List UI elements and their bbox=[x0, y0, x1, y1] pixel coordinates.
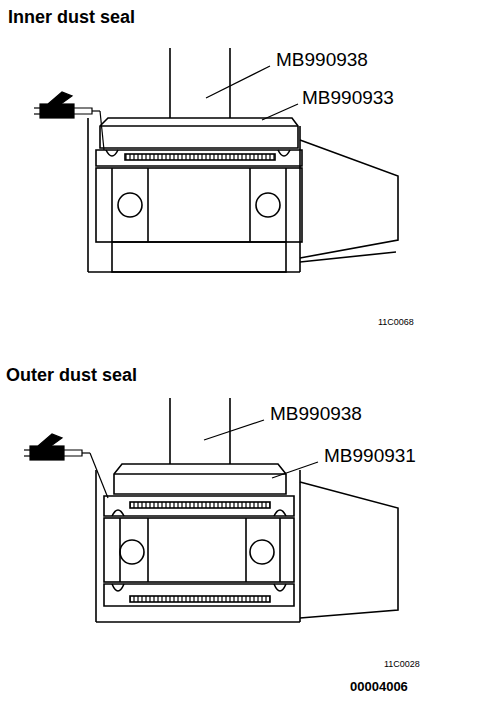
part-number: MB990933 bbox=[302, 88, 394, 109]
part-number: MB990938 bbox=[270, 404, 362, 425]
figure-code: 11C0028 bbox=[384, 660, 420, 670]
figure-code: 11C0068 bbox=[378, 318, 414, 328]
section-heading: Outer dust seal bbox=[6, 366, 137, 386]
part-number: MB990938 bbox=[276, 50, 368, 71]
section-heading: Inner dust seal bbox=[8, 8, 135, 28]
part-number: MB990931 bbox=[324, 446, 416, 467]
document-code: 00004006 bbox=[350, 680, 408, 694]
